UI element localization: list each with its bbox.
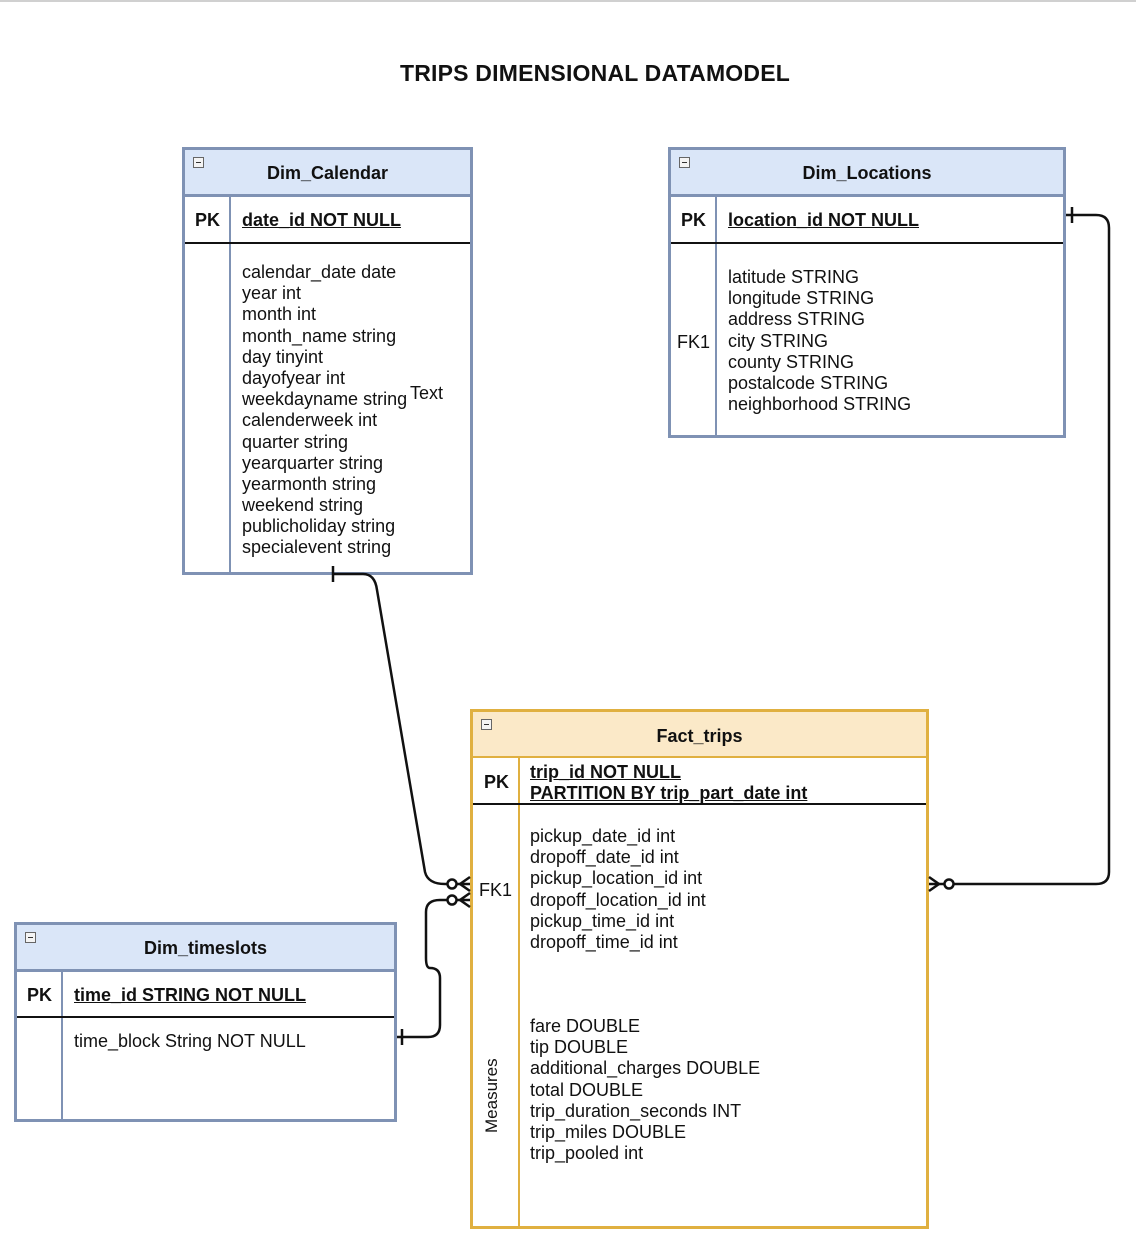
pk-field[interactable]: time_id STRING NOT NULL [74,985,307,1005]
field-item[interactable]: calenderweek int [242,410,378,431]
field-item[interactable]: neighborhood STRING [728,394,912,415]
pk-separator [185,242,470,244]
measures-label: Measures [482,1058,501,1133]
pk-separator [671,242,1063,244]
field-item[interactable]: additional_charges DOUBLE [530,1058,761,1079]
dim-locations-table[interactable]: Dim_Locations PK location_id NOT NULL FK… [668,147,1066,438]
diagram-title: TRIPS DIMENSIONAL DATAMODEL [399,60,790,86]
field-item[interactable]: calendar_date date [242,262,397,282]
field-item[interactable]: latitude STRING [728,267,860,287]
field-item[interactable]: publicholiday string [242,516,396,537]
collapse-icon[interactable] [679,157,690,168]
field-item[interactable]: pickup_date_id int [530,826,676,846]
field-item[interactable]: longitude STRING [728,288,875,309]
field-item[interactable]: day tinyint [242,346,324,367]
zero-marker [446,894,458,906]
fact-trips-name: Fact_trips [656,726,743,746]
many-marker [928,875,942,893]
pk-field-partition[interactable]: PARTITION BY trip_part_date int [530,783,808,803]
field-item[interactable]: yearquarter string [242,452,384,473]
dim-timeslots-name: Dim_timeslots [143,938,268,958]
field-item[interactable]: year int [242,283,302,304]
column-divider [229,197,231,572]
field-item[interactable]: yearmonth string [242,473,377,494]
fact-trips-table[interactable]: Fact_trips PK trip_id NOT NULL PARTITION… [470,709,929,1229]
pk-field-trip-id[interactable]: trip_id NOT NULL [530,762,681,782]
many-marker [457,891,471,909]
field-item[interactable]: fare DOUBLE [530,1016,641,1036]
dim-locations-header[interactable]: Dim_Locations [671,150,1063,197]
calendar-fact-connector[interactable] [333,572,470,886]
dim-timeslots-header[interactable]: Dim_timeslots [17,925,394,972]
stray-text-label[interactable]: Text [410,383,444,403]
field-list: time_block String NOT NULL [74,1031,306,1052]
column-divider [715,197,717,435]
field-item[interactable]: dropoff_date_id int [530,847,679,868]
top-border-line [0,0,1136,2]
field-item[interactable]: pickup_time_id int [530,910,675,931]
pk-label: PK [484,772,510,792]
dim-locations-name: Dim_Locations [802,163,932,183]
field-item[interactable]: month_name string [242,325,397,346]
field-item[interactable]: city STRING [728,330,829,351]
pk-separator [473,803,926,805]
column-divider [518,758,520,1226]
dim-timeslots-table[interactable]: Dim_timeslots PK time_id STRING NOT NULL… [14,922,397,1122]
field-item[interactable]: dayofyear int [242,367,346,388]
field-item[interactable]: postalcode STRING [728,372,889,393]
collapse-icon[interactable] [193,157,204,168]
dim-calendar-table[interactable]: Dim_Calendar PK date_id NOT NULL calenda… [182,147,473,575]
fk-label: FK1 [677,332,711,352]
field-item[interactable]: month int [242,304,317,325]
many-marker [457,875,471,893]
timeslots-fact-connector[interactable] [397,898,470,1039]
pk-field[interactable]: location_id NOT NULL [728,210,919,230]
field-item[interactable]: weekdayname string [242,389,408,410]
collapse-icon[interactable] [25,932,36,943]
pk-field[interactable]: date_id NOT NULL [242,210,402,230]
field-item[interactable]: county STRING [728,351,855,372]
field-item[interactable]: specialevent string [242,537,392,558]
field-item[interactable]: pickup_location_id int [530,868,703,889]
collapse-icon[interactable] [481,719,492,730]
field-item[interactable]: quarter string [242,431,349,452]
dim-calendar-name: Dim_Calendar [266,163,389,183]
zero-marker [943,878,955,890]
field-item[interactable]: trip_miles DOUBLE [530,1121,687,1142]
dim-calendar-header[interactable]: Dim_Calendar [185,150,470,197]
field-item[interactable]: weekend string [242,495,364,516]
field-item[interactable]: address STRING [728,309,866,330]
pk-label: PK [195,210,221,230]
field-item[interactable]: tip DOUBLE [530,1037,629,1058]
pk-label: PK [27,985,53,1005]
field-item[interactable]: dropoff_location_id int [530,889,706,910]
field-item[interactable]: trip_pooled int [530,1143,644,1164]
fact-trips-header[interactable]: Fact_trips [473,712,926,758]
field-item[interactable]: trip_duration_seconds INT [530,1100,742,1121]
field-item[interactable]: total DOUBLE [530,1079,644,1100]
pk-separator [17,1016,394,1018]
pk-label: PK [681,210,707,230]
zero-marker [446,878,458,890]
fk-label: FK1 [479,880,513,900]
field-item[interactable]: dropoff_time_id int [530,931,678,952]
field-item[interactable]: time_block String NOT NULL [74,1031,306,1051]
column-divider [61,972,63,1119]
